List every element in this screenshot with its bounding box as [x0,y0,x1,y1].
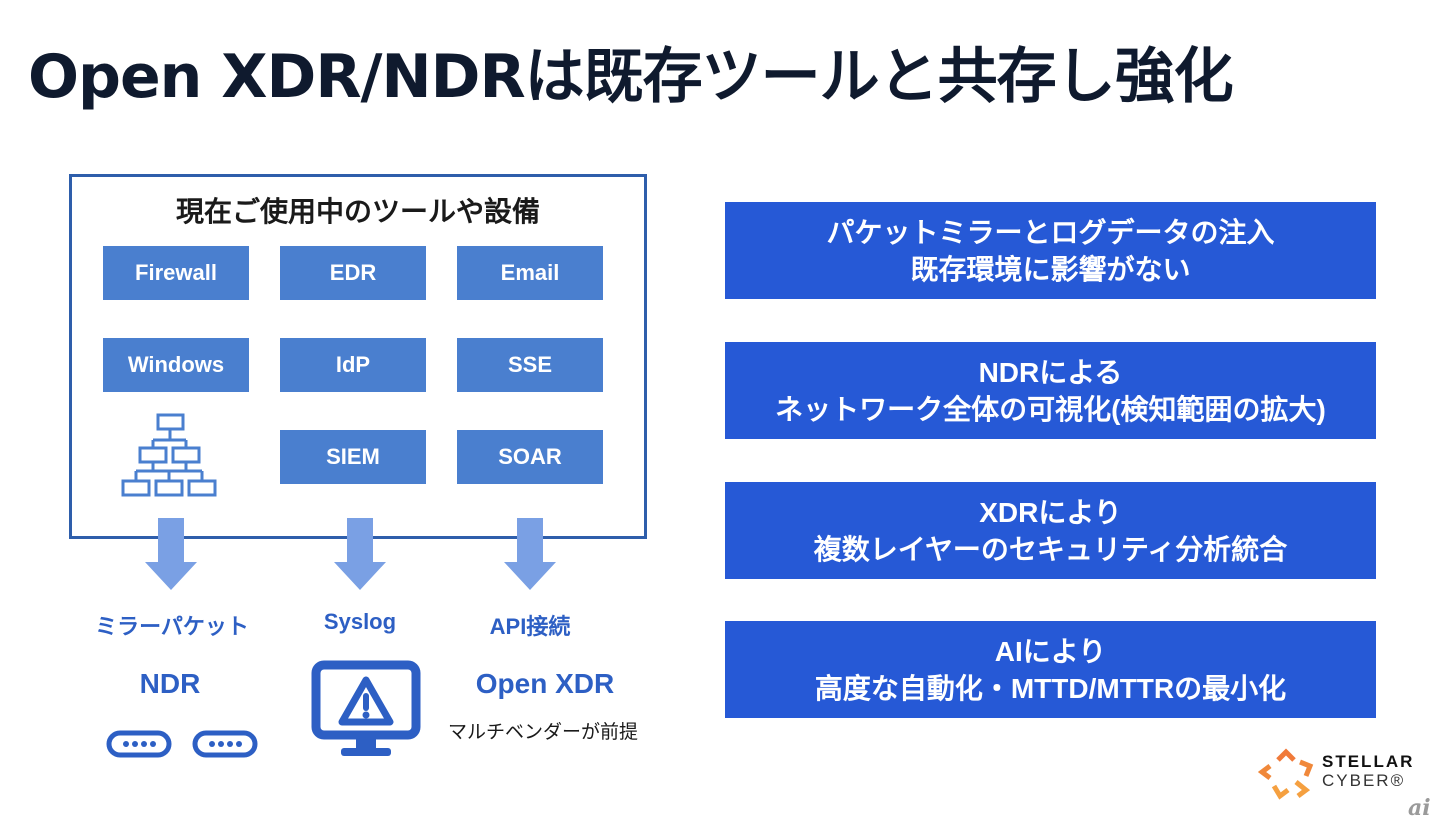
product-open-xdr-label: Open XDR [475,668,615,699]
benefit-line2: 既存環境に影響がない [910,253,1191,285]
benefit-line1: XDRにより [979,496,1122,528]
logo-line1: STELLAR [1322,752,1415,771]
tool-windows: Windows [103,338,249,392]
benefit-line1: NDRによる [978,356,1123,388]
stellar-cyber-wordmark: STELLAR CYBER® [1322,752,1414,790]
channel-syslog: Syslog [323,609,397,634]
stellar-cyber-logo-icon [1258,748,1314,800]
benefit-line2: 高度な自動化・MTTD/MTTRの最小化 [814,672,1287,704]
monitor-alert-icon [311,660,421,756]
tool-sse: SSE [457,338,603,392]
multivendor-note: マルチベンダーが前提 [448,721,639,743]
watermark: ai [1408,795,1431,821]
arrow-down-icon [504,518,556,590]
product-ndr-label: NDR [139,668,201,699]
arrow-down-icon [334,518,386,590]
benefit-line1: AIにより [994,635,1107,667]
page-title: Open XDR/NDRは既存ツールと共存し強化 [28,42,1234,112]
benefit-line2: 複数レイヤーのセキュリティ分析統合 [813,533,1288,565]
tool-siem: SIEM [280,430,426,484]
logo-line2: CYBER® [1322,771,1406,790]
benefit-box: XDRにより 複数レイヤーのセキュリティ分析統合 [725,482,1376,579]
benefit-line1: パケットミラーとログデータの注入 [826,216,1275,248]
benefit-line2: ネットワーク全体の可視化(検知範囲の拡大) [775,393,1326,425]
benefit-box: パケットミラーとログデータの注入 既存環境に影響がない [725,202,1376,299]
tool-edr: EDR [280,246,426,300]
org-hierarchy-icon [121,413,217,497]
current-tools-heading: 現在ご使用中のツールや設備 [175,195,540,228]
tool-idp: IdP [280,338,426,392]
tool-email: Email [457,246,603,300]
benefit-box: AIにより 高度な自動化・MTTD/MTTRの最小化 [725,621,1376,718]
tool-soar: SOAR [457,430,603,484]
channel-api: API接続 [489,614,571,639]
channel-mirror-packet: ミラーパケット [95,614,249,639]
tool-firewall: Firewall [103,246,249,300]
benefit-box: NDRによる ネットワーク全体の可視化(検知範囲の拡大) [725,342,1376,439]
network-appliance-icon [106,730,258,758]
arrow-down-icon [145,518,197,590]
